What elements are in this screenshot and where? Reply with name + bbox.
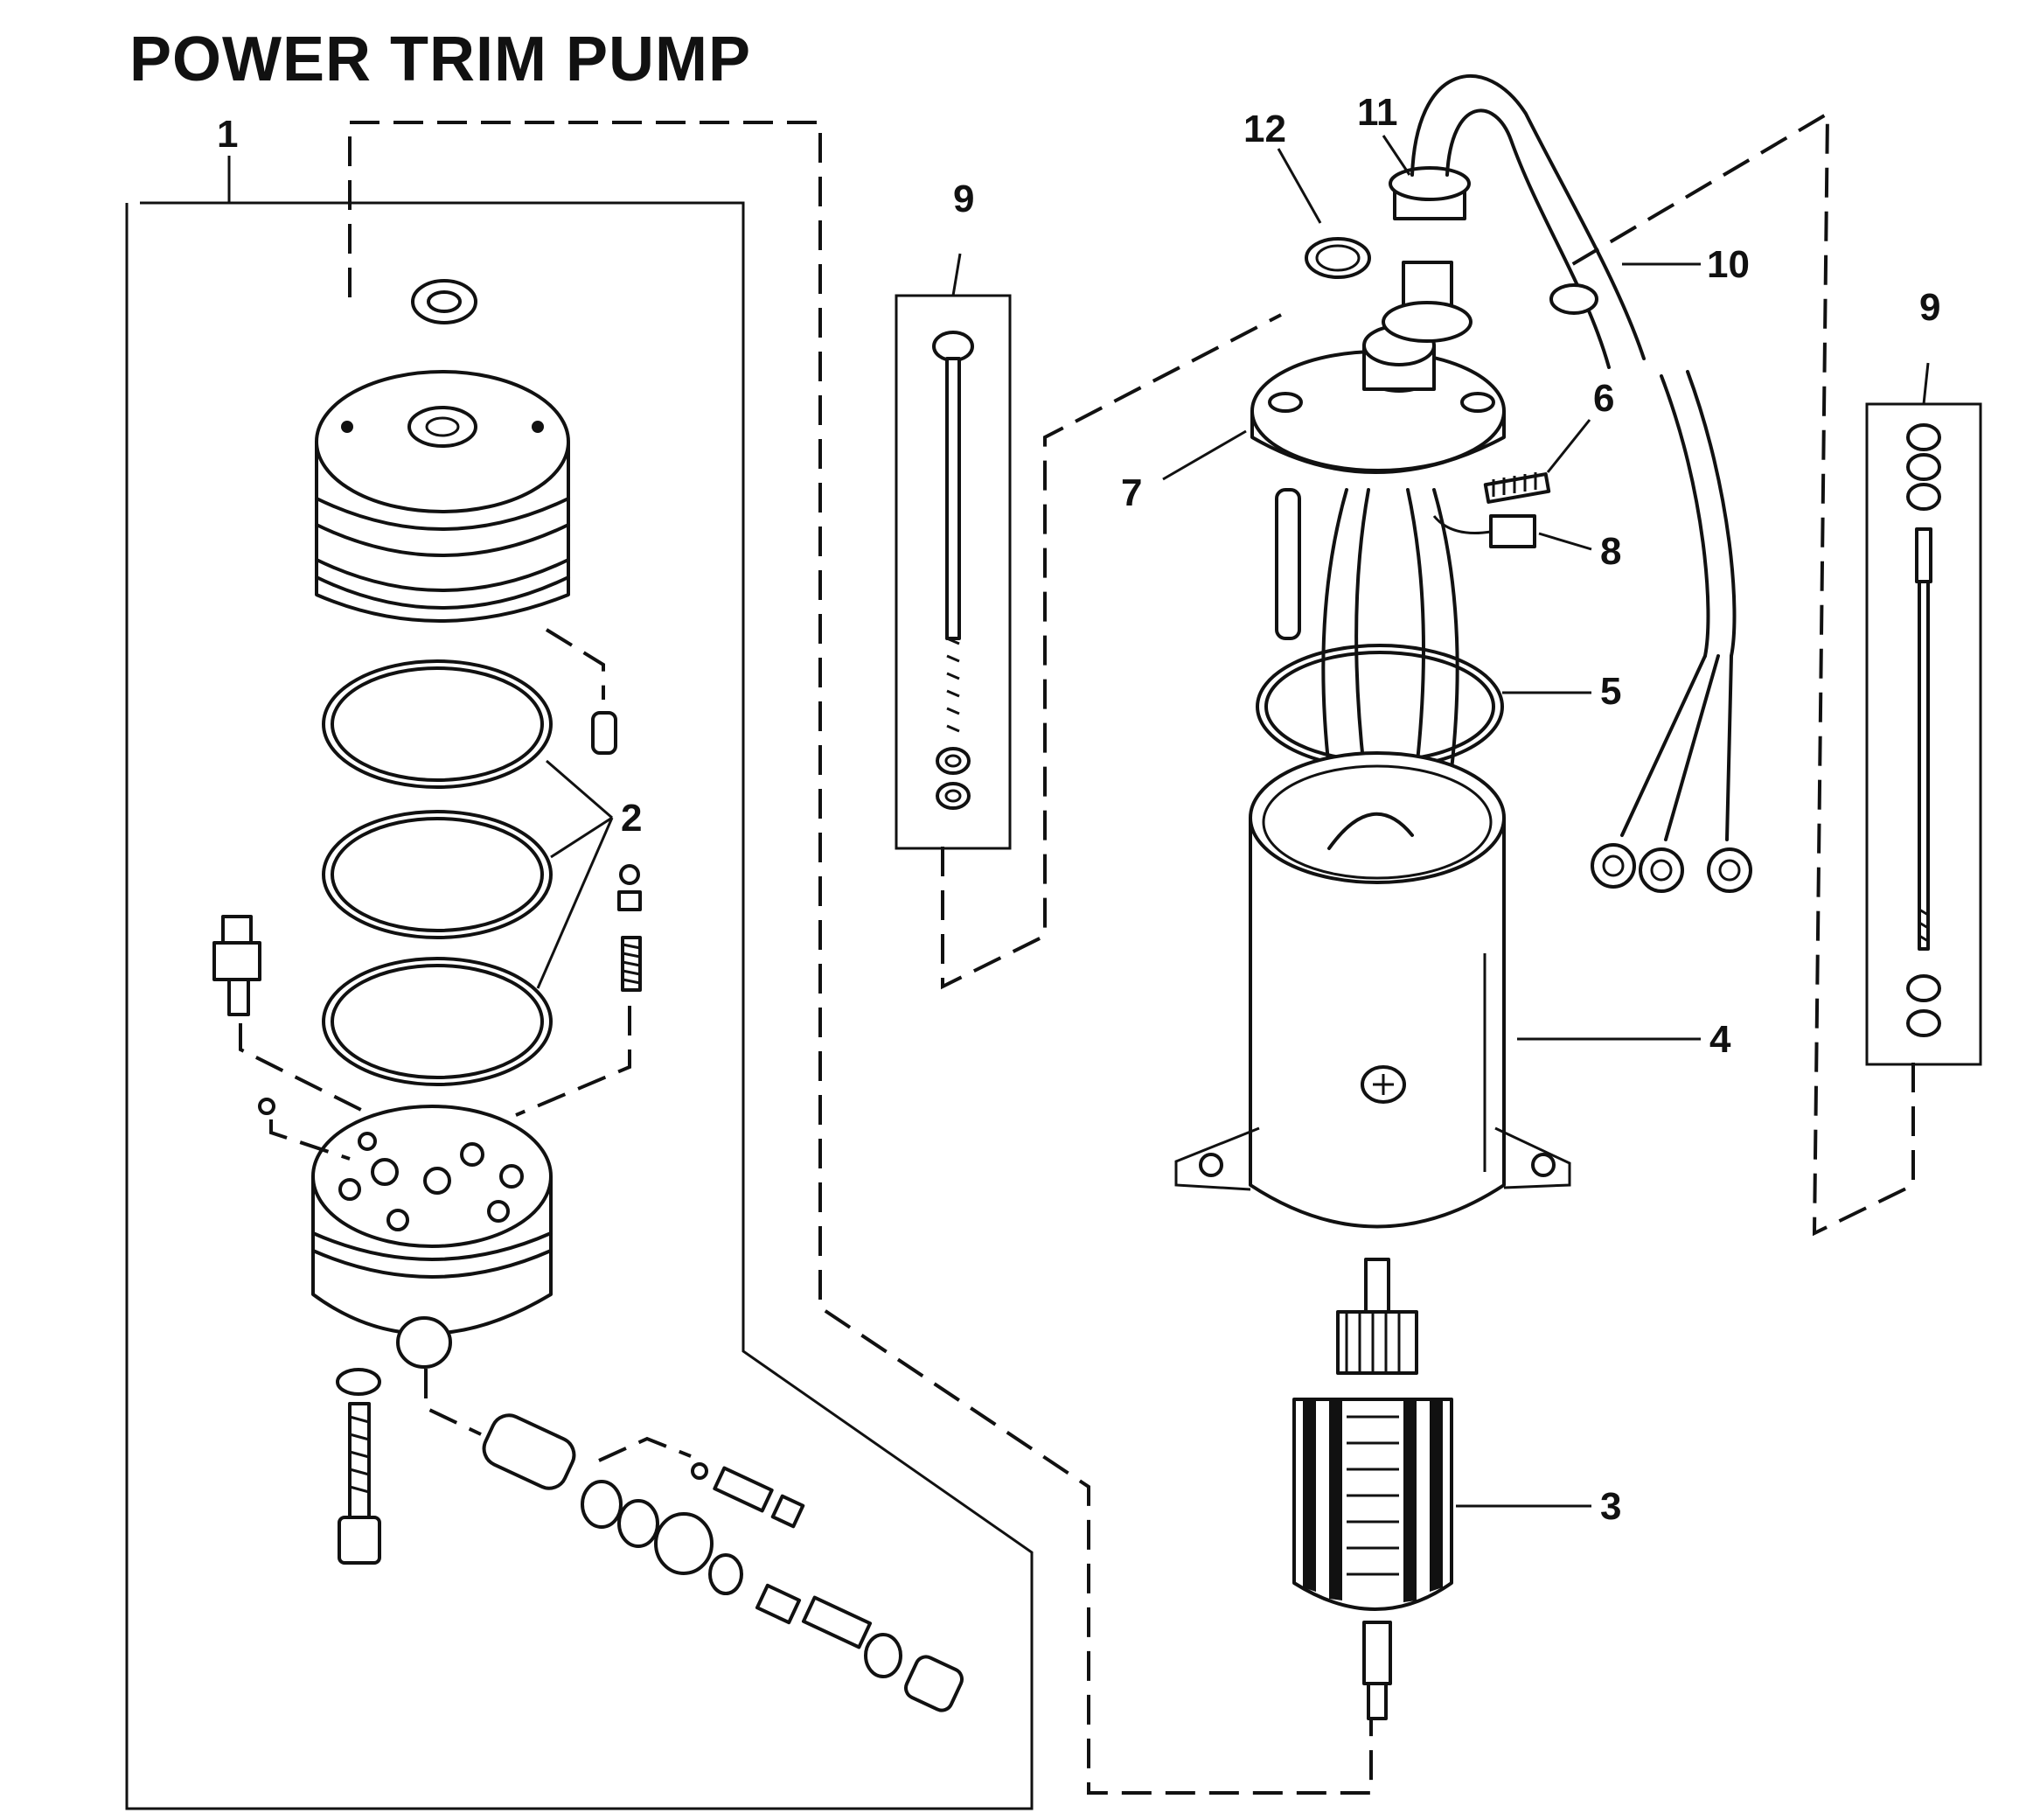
sealing-washer-part [1305, 237, 1371, 279]
svg-text:2: 2 [621, 797, 642, 840]
pump-body-part [258, 1098, 553, 1369]
callout-1: 1 [217, 113, 238, 203]
callout-12: 12 [1243, 108, 1322, 224]
bolt-left-leader [941, 313, 1282, 990]
callout-4: 4 [1517, 1018, 1731, 1061]
callout-5: 5 [1502, 670, 1621, 713]
callout-3: 3 [1456, 1485, 1621, 1528]
svg-text:4: 4 [1709, 1018, 1731, 1061]
valve-leader [515, 1006, 631, 1117]
callout-11: 11 [1357, 91, 1411, 176]
dowel-pin-part [591, 711, 617, 755]
pump-assembly-box [125, 201, 1034, 1810]
svg-text:5: 5 [1600, 670, 1621, 713]
svg-text:3: 3 [1600, 1485, 1621, 1528]
dowel-leader [545, 628, 605, 700]
thru-bolt-panel-left [895, 294, 1012, 850]
ball-leader [269, 1119, 351, 1161]
svg-text:6: 6 [1593, 377, 1614, 420]
svg-text:12: 12 [1243, 108, 1286, 150]
svg-text:1: 1 [217, 113, 238, 156]
pump-motor-connection-outline [348, 121, 1373, 1795]
callout-6: 6 [1546, 377, 1614, 473]
pump-gear-shaft-part [212, 915, 261, 1016]
armature-part [1292, 1258, 1453, 1720]
power-cable-part [1410, 73, 1752, 893]
motor-o-ring-part [1256, 644, 1504, 770]
valve-train-leader [424, 1369, 482, 1436]
pump-bolt-part [336, 1368, 381, 1565]
svg-text:8: 8 [1600, 530, 1621, 573]
callout-2: 2 [536, 759, 642, 989]
motor-frame-part [1174, 751, 1571, 1229]
callout-10: 10 [1622, 243, 1750, 286]
cable-fitting-part [1382, 166, 1473, 343]
o-rings-part [322, 659, 553, 1086]
diagram-title: POWER TRIM PUMP [129, 24, 751, 94]
callout-9-left: 9 [951, 178, 974, 296]
svg-text:7: 7 [1121, 471, 1142, 514]
svg-text:10: 10 [1707, 243, 1750, 286]
valve-sub-leader [598, 1436, 692, 1462]
brush-part [1432, 514, 1536, 548]
callout-8: 8 [1538, 530, 1621, 573]
svg-text:9: 9 [953, 178, 974, 220]
motor-end-cap-part [1250, 324, 1506, 771]
brush-spring-part [1483, 472, 1551, 504]
valve-train-parts [482, 1413, 964, 1712]
gear-leader [239, 1023, 372, 1117]
pump-cover-part [315, 370, 570, 623]
callout-7: 7 [1121, 429, 1247, 514]
bolt-right-leader [1559, 110, 1915, 1237]
thru-bolt-panel-right [1865, 402, 1982, 1066]
callout-9-right: 9 [1919, 286, 1940, 405]
svg-text:11: 11 [1357, 91, 1398, 134]
upper-seal-part [411, 279, 477, 324]
svg-text:9: 9 [1919, 286, 1940, 329]
relief-valve-parts [617, 864, 642, 992]
